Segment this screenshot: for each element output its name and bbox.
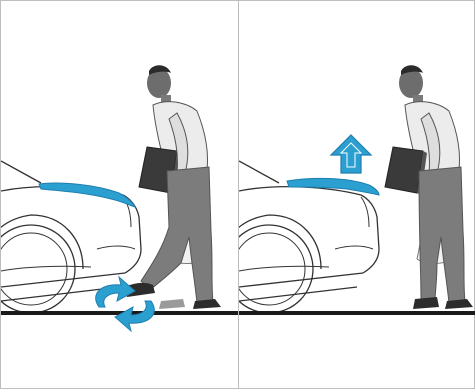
up-arrow-icon	[331, 135, 371, 173]
left-illustration	[1, 1, 238, 388]
left-panel	[1, 1, 238, 388]
person-figure	[125, 65, 221, 309]
sensor-strip	[39, 183, 135, 207]
right-panel	[239, 1, 475, 388]
right-illustration	[239, 1, 475, 388]
sensor-strip	[287, 178, 379, 195]
person-figure	[385, 65, 473, 309]
ground-line	[239, 311, 475, 315]
